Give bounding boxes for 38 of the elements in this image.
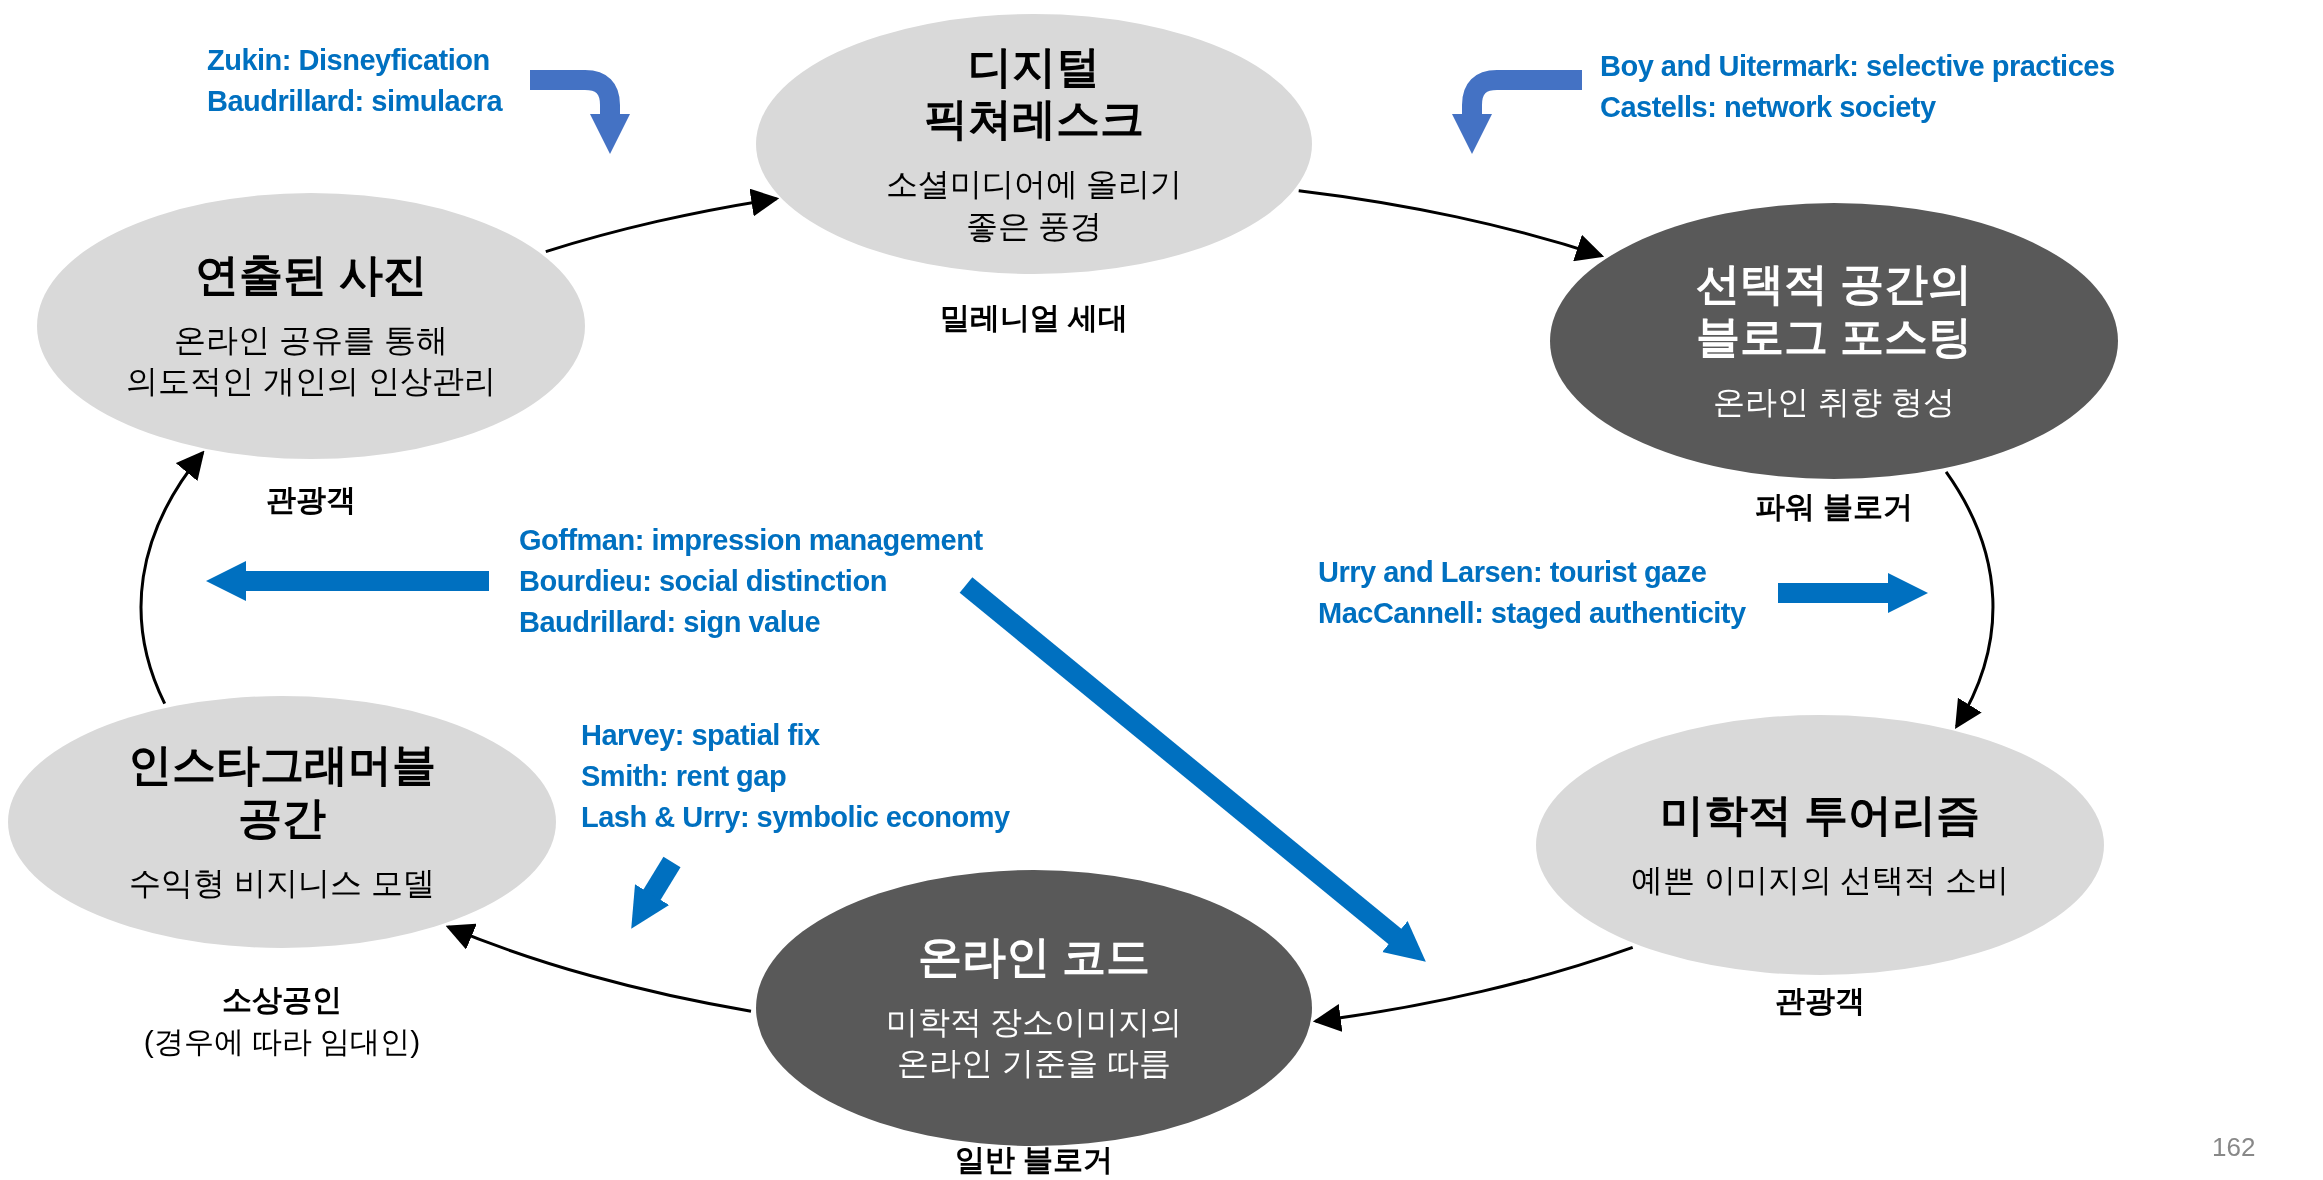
theory-citation: Lash & Urry: symbolic economy	[581, 800, 1010, 835]
node-text: 수익형 비지니스 모델	[129, 864, 435, 903]
theory-citation: Baudrillard: simulacra	[207, 84, 503, 119]
theory-citation: Harvey: spatial fix	[581, 718, 820, 753]
page-number: 162	[2212, 1132, 2256, 1163]
role-label: (경우에 따라 임대인)	[143, 1024, 421, 1060]
node-title: 디지털 픽쳐레스크	[923, 40, 1145, 146]
role-label: 파워 블로거	[1754, 489, 1914, 525]
node-title: 연출된 사진	[194, 249, 428, 301]
node-text: 소셜미디어에 올리기 좋은 풍경	[884, 165, 1184, 246]
cycle-arrow	[139, 450, 205, 705]
theory-citation: Baudrillard: sign value	[519, 605, 821, 640]
role-label: 관광객	[266, 482, 356, 518]
role-label: 관광객	[1775, 983, 1865, 1019]
theory-citation: Castells: network society	[1600, 90, 1936, 125]
role-label: 일반 블로거	[954, 1142, 1114, 1178]
node-text: 예쁜 이미지의 선택적 소비	[1630, 860, 2010, 900]
node-title: 선택적 공간의 블로그 포스팅	[1694, 258, 1974, 364]
node-title: 인스타그래머블 공간	[127, 739, 437, 845]
role-label: 소상공인	[222, 982, 342, 1018]
theory-citation: Urry and Larsen: tourist gaze	[1318, 555, 1707, 590]
theory-citation: Zukin: Disneyfication	[207, 43, 490, 78]
theory-citation: Goffman: impression management	[519, 523, 983, 558]
cycle-arrow	[545, 188, 780, 254]
role-label: 밀레니얼 세대	[939, 300, 1129, 336]
theory-citation: Smith: rent gap	[581, 759, 787, 794]
node-title: 온라인 코드	[917, 931, 1151, 983]
cycle-arrow	[445, 923, 752, 1013]
node-title: 미학적 투어리즘	[1659, 788, 1981, 841]
node-text: 온라인 공유를 통해 의도적인 개인의 인상관리	[125, 320, 497, 402]
cycle-arrow	[1298, 189, 1605, 262]
node-text: 온라인 취향 형성	[1713, 383, 1955, 422]
cycle-arrow	[1312, 946, 1634, 1032]
theory-citation: Boy and Uitermark: selective practices	[1600, 49, 2115, 84]
theory-citation: MacCannell: staged authenticity	[1318, 596, 1746, 631]
node-text: 미학적 장소이미지의 온라인 기준을 따름	[884, 1002, 1184, 1084]
cycle-arrow	[1944, 471, 1995, 729]
theory-citation: Bourdieu: social distinction	[519, 564, 887, 599]
